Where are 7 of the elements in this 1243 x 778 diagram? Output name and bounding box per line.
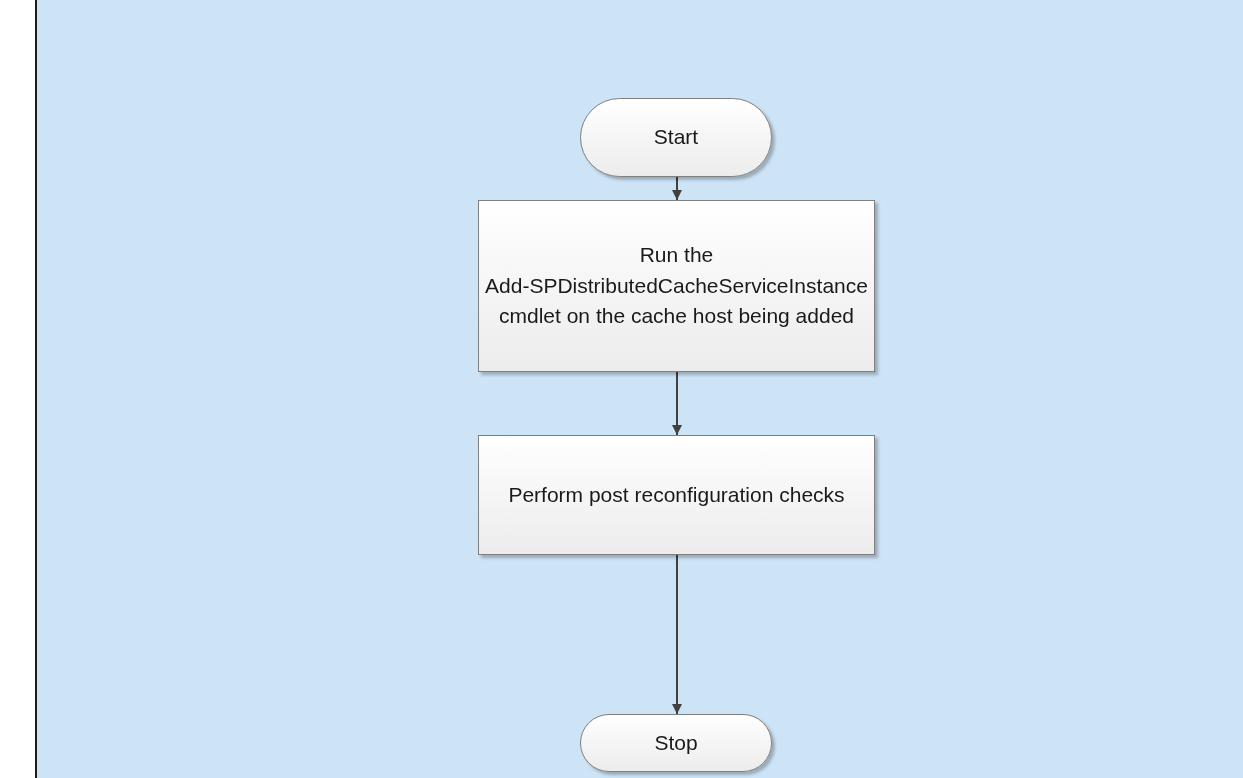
arrow (672, 176, 682, 201)
arrow (672, 554, 682, 715)
process-box: Perform post reconfiguration checks (478, 435, 875, 555)
terminator-shape: Start (580, 98, 772, 177)
terminator-shape: Stop (580, 714, 772, 772)
arrow (672, 371, 682, 436)
process-box: Run the Add-SPDistributedCacheServiceInstance cmdlet on the cache host being added (478, 200, 875, 372)
